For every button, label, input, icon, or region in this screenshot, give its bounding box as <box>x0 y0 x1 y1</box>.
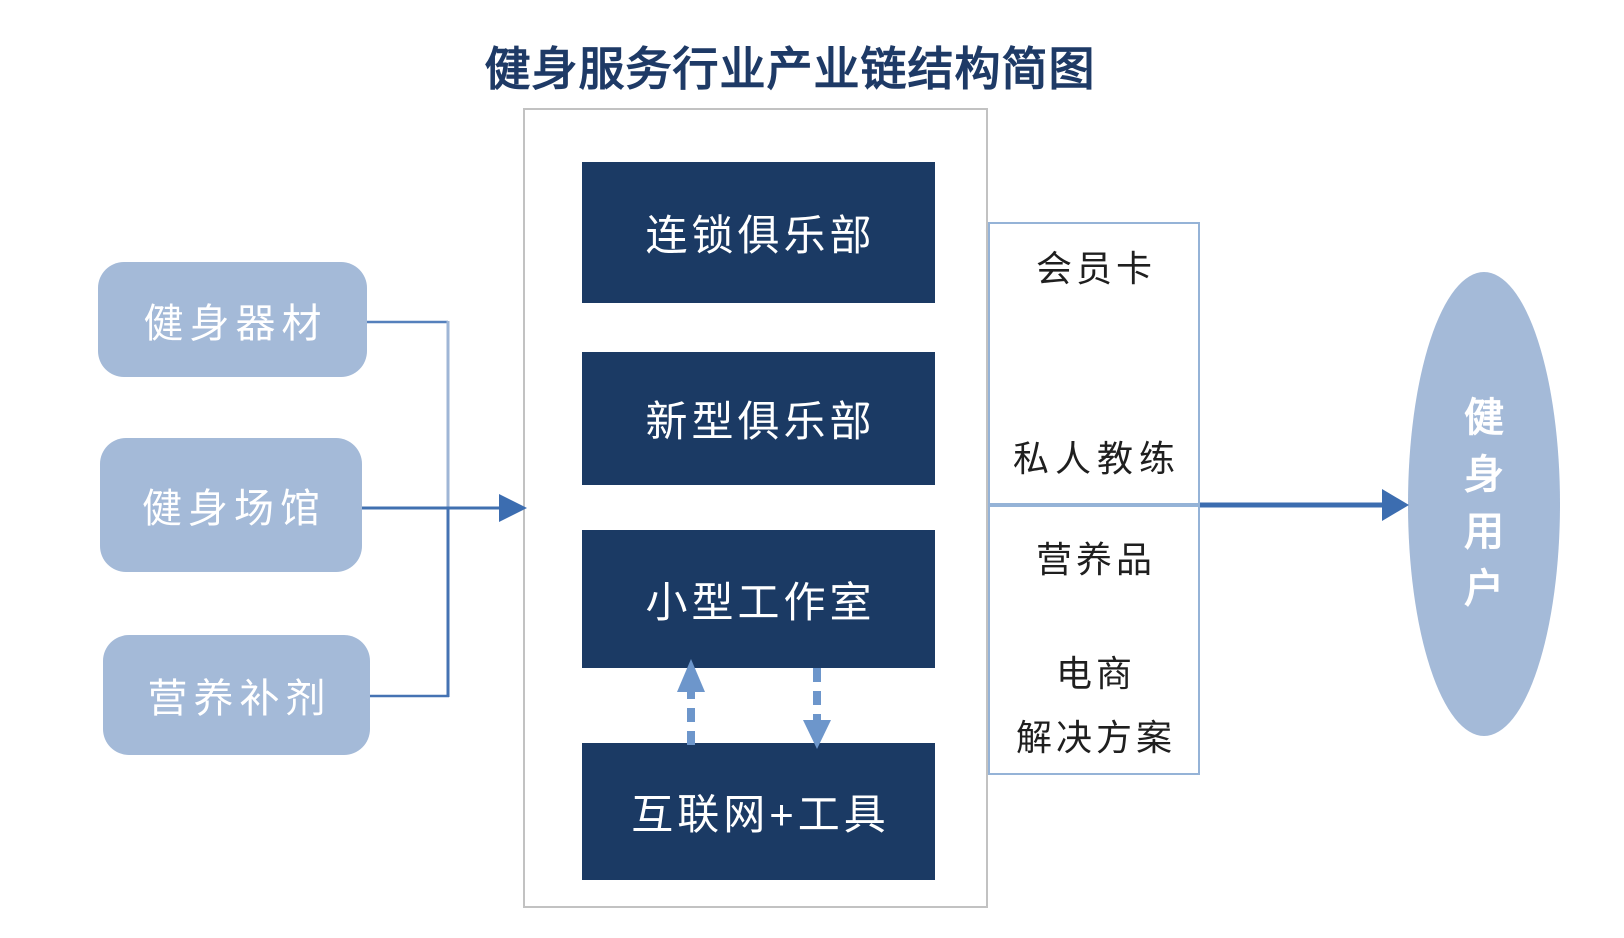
midstream-box-chain-clubs-label: 连锁俱乐部 <box>645 212 876 259</box>
diagram-title: 健身服务行业产业链结构简图 <box>484 43 1096 95</box>
main-arrowhead <box>1382 489 1409 521</box>
midstream-box-small-studios-label: 小型工作室 <box>645 578 876 626</box>
service-box-membership: 会员卡 私人教练 <box>988 222 1200 505</box>
midstream-box-new-clubs: 新型俱乐部 <box>582 352 935 485</box>
service-label-nutrition: 营养品 <box>1035 539 1156 580</box>
midstream-box-internet-tools: 互联网+工具 <box>582 743 935 880</box>
midstream-box-new-clubs-label: 新型俱乐部 <box>645 398 876 445</box>
midstream-box-internet-tools-label: 互联网+工具 <box>631 791 890 838</box>
upstream-box-venues-label: 健身场馆 <box>142 487 326 531</box>
midstream-box-chain-clubs: 连锁俱乐部 <box>582 162 935 303</box>
upstream-box-equipment-label: 健身器材 <box>143 301 328 346</box>
consumer-ellipse-label: 健身用户 <box>1464 396 1504 611</box>
upstream-box-equipment: 健身器材 <box>98 262 367 377</box>
upstream-box-supplements: 营养补剂 <box>103 635 370 755</box>
service-label-solutions: 解决方案 <box>1015 717 1176 758</box>
consumer-ellipse: 健身用户 <box>1408 272 1560 736</box>
service-label-personal-trainer: 私人教练 <box>1012 438 1181 479</box>
upstream-box-supplements-label: 营养补剂 <box>147 677 332 721</box>
service-label-ecommerce: 电商 <box>1055 653 1136 694</box>
midstream-box-small-studios: 小型工作室 <box>582 530 935 668</box>
service-box-products: 营养品 电商 解决方案 <box>988 505 1200 775</box>
service-label-membership-card: 会员卡 <box>1035 248 1156 289</box>
upstream-box-venues: 健身场馆 <box>100 438 362 572</box>
